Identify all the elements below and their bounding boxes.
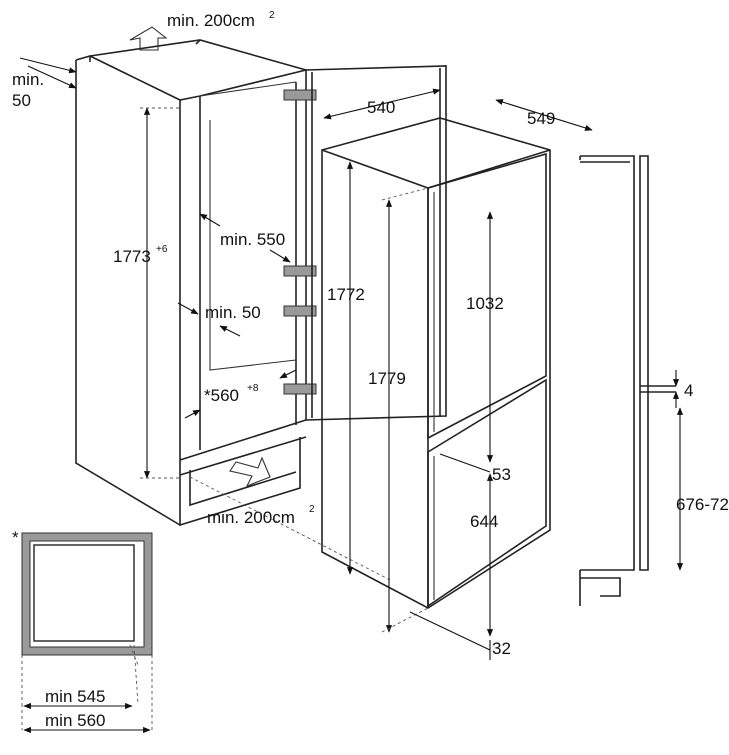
niche-height-sup: +6 <box>156 244 168 255</box>
lower-door-label: 644 <box>470 512 498 531</box>
niche-cabinet <box>75 39 307 527</box>
door-gap-label: 53 <box>492 465 511 484</box>
appliance-depth-label: 549 <box>527 109 555 128</box>
furniture-door <box>305 65 447 421</box>
hinge-icon <box>283 89 317 395</box>
appliance-width-label: 540 <box>367 98 395 117</box>
side-section <box>579 155 676 606</box>
plan-min-545-label: min 545 <box>45 687 105 706</box>
vent-bottom-sup: 2 <box>309 504 315 515</box>
vent-top-sup: 2 <box>269 10 275 21</box>
panel-range-label: 676-724 <box>676 495 729 514</box>
plan-view: * <box>12 528 153 730</box>
plan-min-560-label: min 560 <box>45 711 105 730</box>
star-mark: * <box>12 528 19 547</box>
rear-gap-min-label: min. <box>12 70 44 89</box>
niche-width-sup: +8 <box>247 383 259 394</box>
niche-depth-label: min. 550 <box>220 230 285 249</box>
vent-arrow-up-icon <box>129 26 168 51</box>
upper-door-label: 1032 <box>466 294 504 313</box>
vent-top-label: min. 200cm <box>167 11 255 30</box>
vent-arrow-in-icon <box>229 456 271 488</box>
vent-bottom-label: min. 200cm <box>207 508 295 527</box>
bottom-gap-label: 32 <box>492 639 511 658</box>
appliance-body <box>321 117 551 609</box>
side-gap-label: min. 50 <box>205 303 261 322</box>
appliance-height-body-label: 1772 <box>327 285 365 304</box>
appliance-height-total-label: 1779 <box>368 369 406 388</box>
niche-width-label: *560 <box>204 386 239 405</box>
panel-gap-label: 4 <box>684 381 693 400</box>
rear-gap-value: 50 <box>12 91 31 110</box>
niche-height-label: 1773 <box>113 247 151 266</box>
